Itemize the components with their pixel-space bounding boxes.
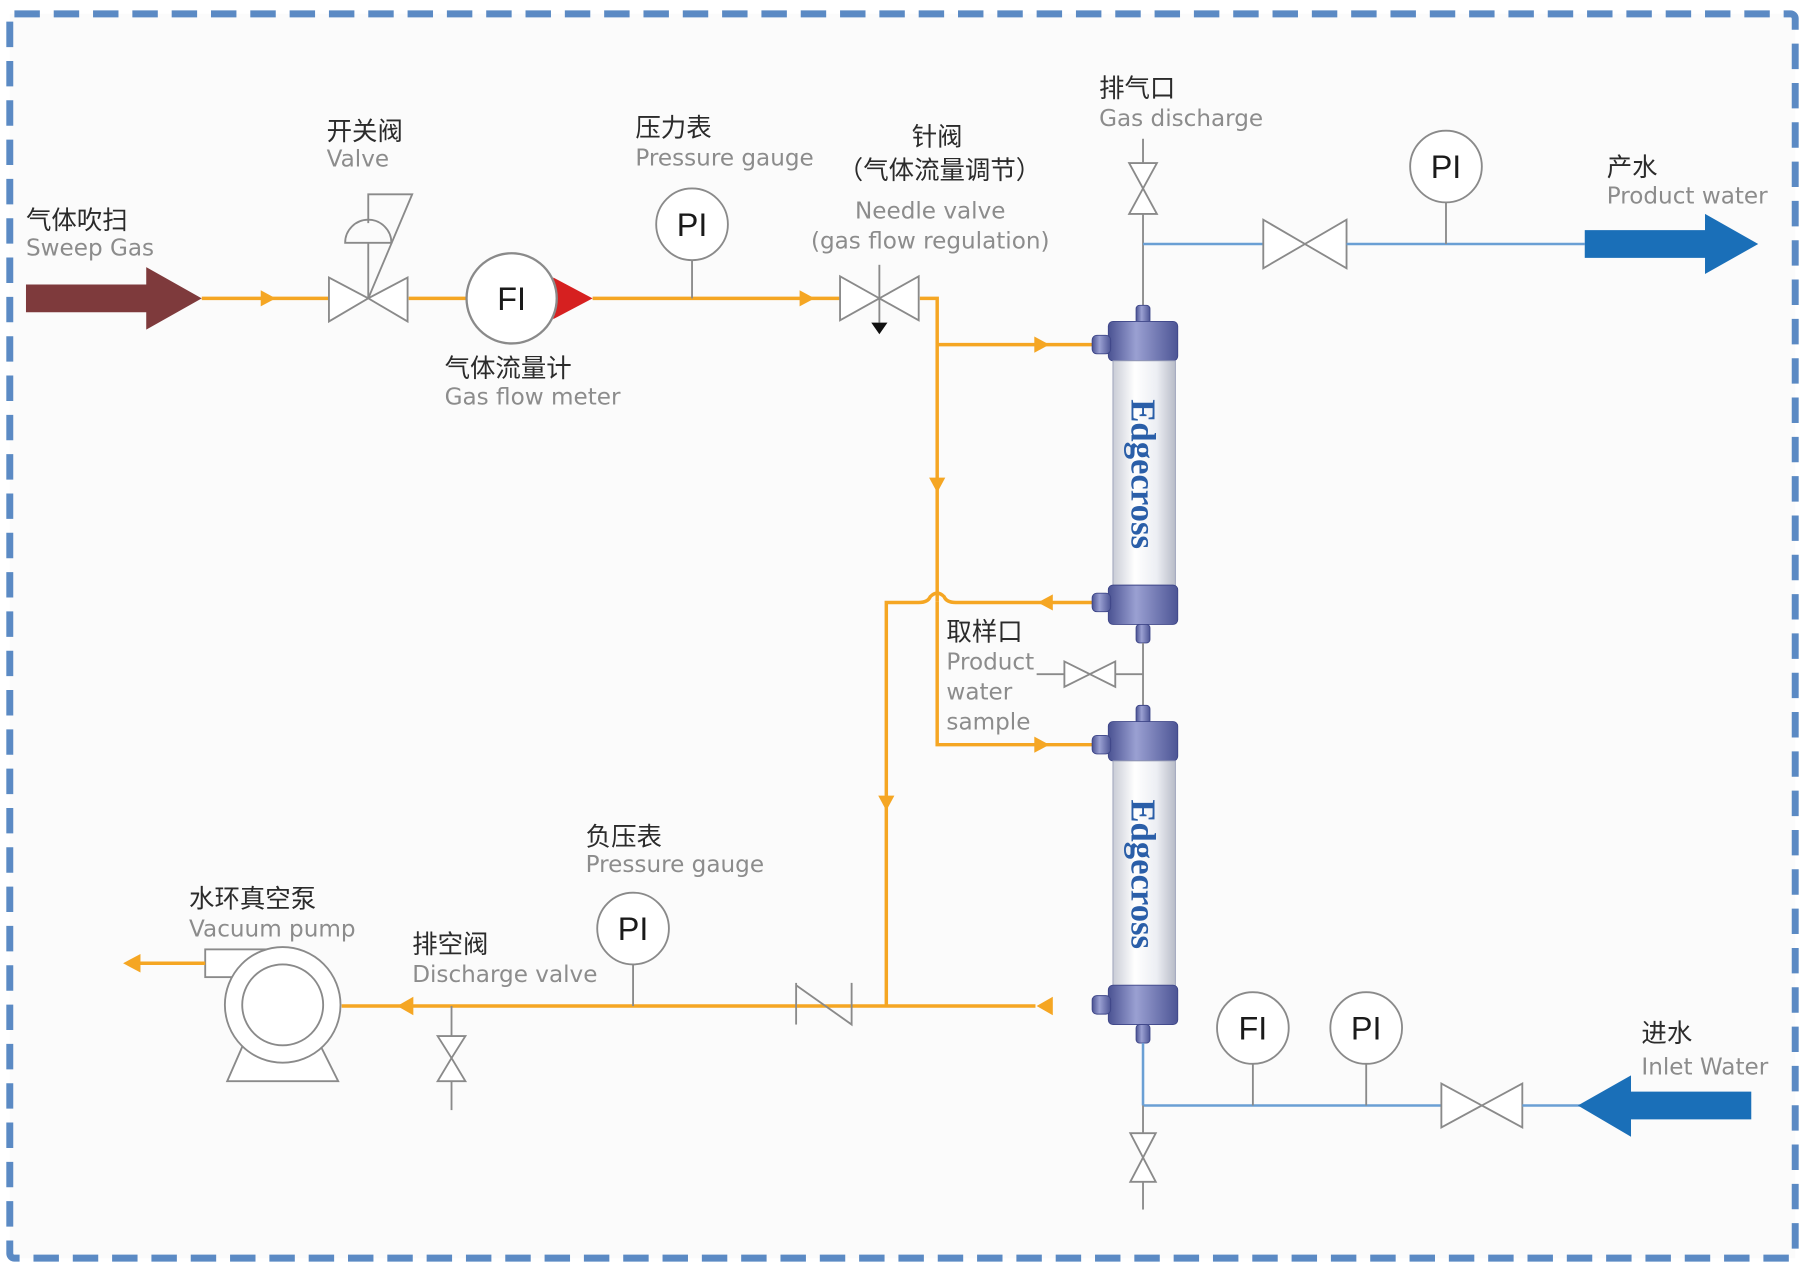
discharge-valve-icon[interactable]: [435, 1006, 468, 1111]
product-water-label-en: Product water: [1607, 184, 1768, 210]
sample-port-label-cn: 取样口: [946, 617, 1022, 647]
membrane-module-1[interactable]: Edgecross: [1091, 304, 1179, 644]
flow-arrow-icon: [799, 290, 815, 307]
inlet-flow-meter[interactable]: FI: [1216, 991, 1290, 1106]
valve-label-cn: 开关阀: [327, 116, 403, 146]
gas-pipe: [919, 296, 939, 602]
product-pressure-gauge[interactable]: PI: [1409, 129, 1483, 244]
needle-valve-label-cn-2: （气体流量调节）: [838, 155, 1041, 185]
vacuum-pump-icon[interactable]: [204, 946, 342, 1083]
vacuum-pump-label-cn: 水环真空泵: [189, 884, 316, 914]
gas-flow-meter-label-cn: 气体流量计: [445, 353, 572, 383]
pressure-gauge-label-cn: 压力表: [635, 112, 711, 142]
flow-arrow-icon: [1034, 336, 1050, 353]
needle-valve-label-cn: 针阀: [912, 122, 963, 152]
sample-port-label-en-1: Product: [946, 650, 1034, 676]
flow-arrow-icon: [123, 954, 141, 973]
vacuum-pipe: [884, 591, 1093, 1007]
pressure-gauge-top[interactable]: PI: [655, 187, 729, 299]
on-off-valve-icon[interactable]: [328, 193, 414, 324]
gas-flow-meter[interactable]: FI: [465, 252, 593, 345]
membrane-module-2[interactable]: Edgecross: [1091, 704, 1179, 1044]
pi-tag: PI: [677, 207, 708, 243]
flow-direction-icon: [553, 277, 593, 320]
sweep-gas-arrow: [25, 267, 202, 330]
inlet-pressure-gauge[interactable]: PI: [1329, 991, 1403, 1106]
flow-arrow-icon: [397, 996, 414, 1016]
discharge-valve-label-cn: 排空阀: [412, 929, 488, 959]
negative-pressure-gauge[interactable]: PI: [596, 891, 670, 1007]
gas-discharge-label-en: Gas discharge: [1099, 106, 1263, 132]
flow-arrow-icon: [929, 477, 946, 493]
drain-valve-icon[interactable]: [1128, 1105, 1158, 1210]
sample-port-label-en-3: sample: [946, 710, 1030, 736]
needle-valve-label-en-2: (gas flow regulation): [811, 229, 1050, 255]
module-brand: Edgecross: [1123, 799, 1162, 949]
check-valve-icon: [795, 982, 853, 1027]
flow-arrow-icon: [1034, 736, 1050, 753]
gas-discharge-label-cn: 排气口: [1099, 73, 1175, 103]
dashed-frame: [6, 10, 1799, 1262]
valve-label-en: Valve: [327, 147, 389, 173]
discharge-valve-label-en: Discharge valve: [412, 962, 597, 988]
sweep-gas-label-en: Sweep Gas: [26, 236, 154, 262]
product-water-label-cn: 产水: [1607, 152, 1658, 182]
pressure-gauge-label-en: Pressure gauge: [635, 145, 813, 171]
product-water-arrow: [1584, 213, 1759, 275]
flow-arrow-icon: [260, 290, 276, 307]
sample-valve-icon[interactable]: [1036, 659, 1144, 689]
flow-arrow-icon: [1037, 594, 1053, 611]
flow-arrow-icon: [1036, 996, 1053, 1016]
module-brand: Edgecross: [1123, 399, 1162, 549]
vacuum-pump-label-en: Vacuum pump: [189, 917, 356, 943]
fi-tag: FI: [1238, 1011, 1267, 1047]
product-water-valve-icon[interactable]: [1262, 218, 1348, 270]
needle-valve-label-en: Needle valve: [855, 199, 1006, 225]
gas-discharge-valve-icon[interactable]: [1127, 138, 1159, 309]
inlet-water-arrow: [1577, 1075, 1752, 1137]
negative-pressure-gauge-label-en: Pressure gauge: [586, 852, 764, 878]
pi-tag: PI: [1431, 149, 1462, 185]
inlet-water-label-cn: 进水: [1641, 1018, 1692, 1048]
sample-port-label-en-2: water: [946, 680, 1012, 706]
gas-flow-meter-label-en: Gas flow meter: [445, 385, 621, 411]
sweep-gas-label-cn: 气体吹扫: [26, 205, 128, 235]
pi-tag: PI: [618, 911, 649, 947]
flow-arrow-icon: [878, 795, 895, 811]
fi-tag: FI: [497, 281, 526, 317]
negative-pressure-gauge-label-cn: 负压表: [586, 821, 662, 851]
pi-tag: PI: [1351, 1011, 1382, 1047]
needle-valve-icon[interactable]: [839, 264, 920, 335]
inlet-water-label-en: Inlet Water: [1641, 1054, 1768, 1080]
